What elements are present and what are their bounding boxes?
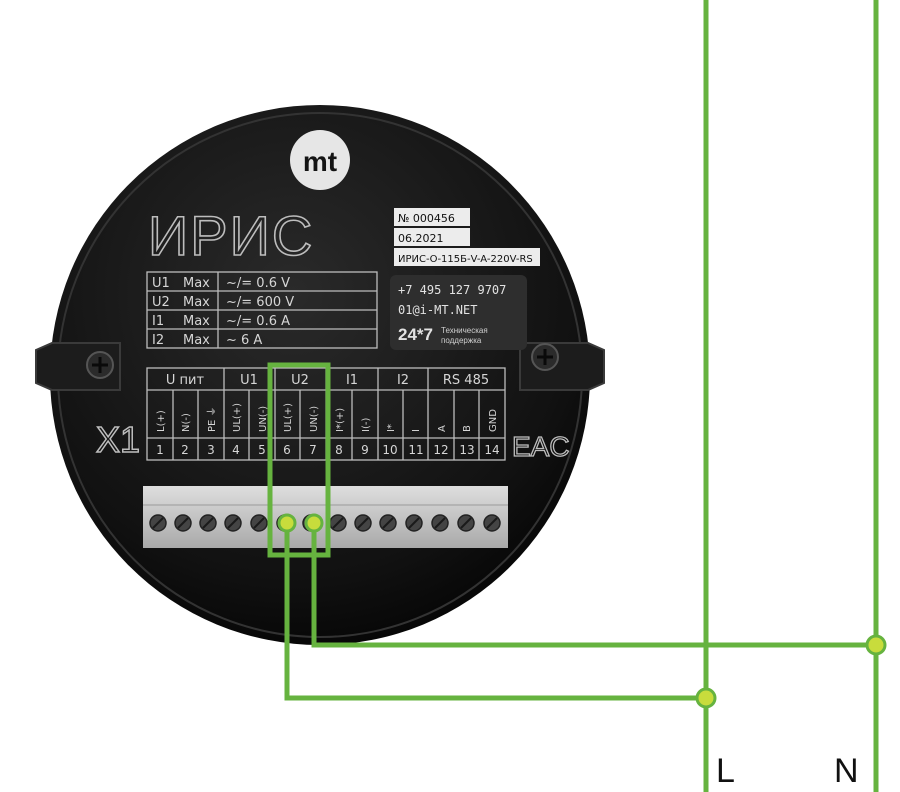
terminal-6-node	[277, 513, 297, 533]
brand-name: ИРИС	[148, 204, 314, 267]
terminal-table: U пит U1 U2 I1 I2 RS 485 L(+) N(-) PE ⏚ …	[146, 367, 506, 461]
terminal-signal: UL(+)	[232, 403, 243, 432]
info-plate: № 000456 06.2021 ИРИС-О-115Б-V-A-220V-RS	[394, 208, 540, 266]
terminal-group-label: U пит	[166, 373, 205, 388]
terminal-number: 8	[335, 443, 343, 457]
terminal-number: 1	[156, 443, 164, 457]
terminal-number: 2	[181, 443, 189, 457]
support-phone: +7 495 127 9707	[398, 283, 506, 297]
rating-param: I2	[152, 333, 164, 348]
neutral-junction	[865, 634, 887, 656]
rating-max-label: Max	[183, 295, 210, 310]
ratings-table: U1 Max ~/= 0.6 V U2 Max ~/= 600 V I1 Max…	[146, 271, 378, 349]
terminal-signal: B	[462, 425, 473, 432]
terminal-signal: GND	[488, 409, 499, 432]
terminal-signal: A	[437, 425, 448, 432]
eac-text: EAC	[512, 431, 570, 462]
rating-value: ~/= 600 V	[226, 295, 294, 310]
terminal-number: 14	[484, 443, 499, 457]
terminal-number: 6	[283, 443, 291, 457]
neutral-label: N	[834, 752, 859, 790]
rating-max-label: Max	[183, 333, 210, 348]
terminal-number: 5	[258, 443, 266, 457]
connector-label: X1	[96, 419, 140, 460]
terminal-signal: I*	[386, 424, 397, 432]
rating-max-label: Max	[183, 314, 210, 329]
mounting-ear-right	[519, 342, 605, 391]
terminal-signal: UN(-)	[258, 406, 269, 432]
support-label: поддержка	[441, 336, 482, 345]
live-junction	[695, 687, 717, 709]
manufacture-date: 06.2021	[398, 232, 444, 245]
model-code: ИРИС-О-115Б-V-A-220V-RS	[398, 254, 533, 265]
terminal-signal: L(+)	[156, 410, 167, 432]
rating-value: ~ 6 A	[226, 333, 262, 348]
rating-param: I1	[152, 314, 164, 329]
terminal-signal: PE ⏚	[206, 406, 218, 432]
terminal-signal: I*(+)	[335, 408, 346, 432]
rating-param: U1	[152, 276, 170, 291]
serial-number: № 000456	[398, 212, 455, 225]
terminal-number: 7	[309, 443, 317, 457]
connection-nodes	[277, 513, 887, 709]
rating-max-label: Max	[183, 276, 210, 291]
terminal-number: 13	[459, 443, 474, 457]
logo-text: mt	[303, 146, 337, 177]
wire-to-live	[284, 520, 709, 701]
support-box: +7 495 127 9707 01@i-MT.NET 24*7 Техниче…	[390, 275, 527, 350]
terminal-signal: UN(-)	[309, 406, 320, 432]
wire-to-neutral	[311, 520, 879, 648]
terminal-number: 10	[382, 443, 397, 457]
live-label: L	[716, 752, 735, 790]
rating-param: U2	[152, 295, 170, 310]
terminal-number: 3	[207, 443, 215, 457]
rating-value: ~/= 0.6 A	[226, 314, 290, 329]
terminal-7-node	[304, 513, 324, 533]
terminal-number: 11	[408, 443, 423, 457]
eac-mark: EAC	[511, 430, 570, 462]
u2-highlight-frame	[267, 362, 331, 558]
terminal-signal: UL(+)	[283, 403, 294, 432]
terminal-number: 12	[433, 443, 448, 457]
mounting-ear-left	[35, 342, 121, 391]
terminal-group-label: I1	[346, 373, 358, 388]
brand-logo: mt	[290, 130, 350, 190]
terminal-number: 4	[232, 443, 240, 457]
wiring	[267, 0, 879, 792]
rating-value: ~/= 0.6 V	[226, 276, 290, 291]
terminal-group-label: RS 485	[443, 373, 489, 388]
terminal-signal: I(-)	[361, 418, 372, 432]
terminal-group-label: U2	[291, 373, 309, 388]
support-label: Техническая	[441, 326, 488, 335]
terminal-number: 9	[361, 443, 369, 457]
support-email: 01@i-MT.NET	[398, 303, 477, 317]
terminal-group-label: U1	[240, 373, 258, 388]
terminal-group-label: I2	[397, 373, 409, 388]
terminal-signal: N(-)	[181, 413, 192, 432]
support-hours: 24*7	[398, 325, 433, 344]
terminal-signal: I	[411, 429, 422, 432]
